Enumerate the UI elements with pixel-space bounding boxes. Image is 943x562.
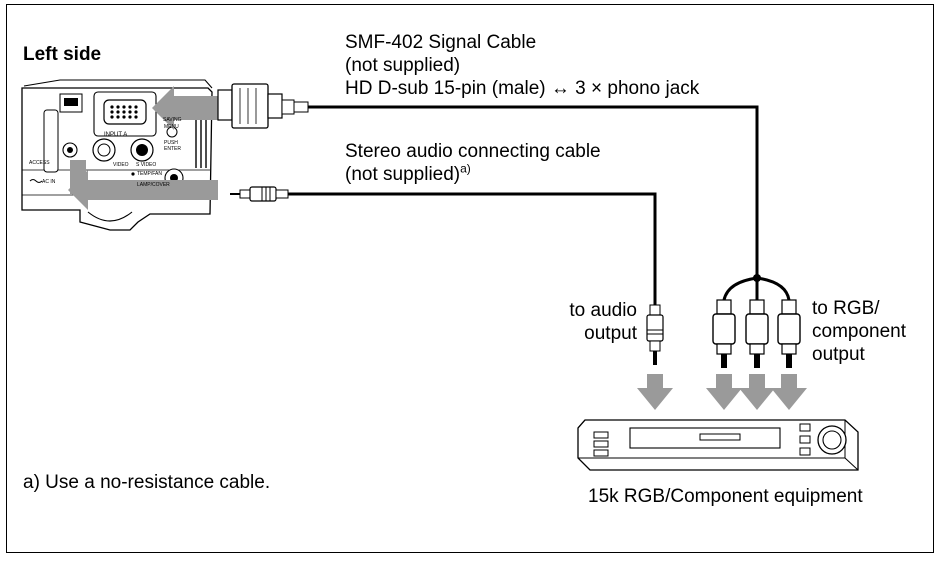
footnote-text: a) Use a no-resistance cable. — [23, 472, 271, 493]
audio-cable-name: Stereo audio connecting cable — [345, 141, 601, 162]
to-audio-output-label-line2: output — [584, 323, 637, 344]
panel-menu: MENU — [164, 124, 179, 130]
to-rgb-output-label-line1: to RGB/ — [812, 298, 880, 319]
footnote-marker: a) — [460, 161, 471, 176]
down-arrow-audio — [637, 374, 673, 410]
down-arrow-rgb-2 — [739, 374, 775, 410]
audio-output-plug — [646, 304, 664, 365]
signal-cable-name: SMF-402 Signal Cable — [345, 32, 537, 53]
stereo-mini-plug — [230, 186, 289, 202]
down-arrow-rgb-1 — [706, 374, 742, 410]
to-rgb-output-label-line2: component — [812, 321, 907, 342]
signal-cable-line — [308, 105, 759, 278]
panel-temp-fan: TEMP/FAN — [137, 171, 163, 177]
panel-lamp-cover: LAMP/COVER — [137, 182, 170, 188]
dsub-connector-plug — [217, 83, 309, 129]
panel-push-enter: PUSH ENTER — [164, 140, 181, 152]
phono-plug-2 — [745, 299, 769, 368]
phono-plug-1 — [712, 299, 736, 368]
panel-input-a: INPUT A — [104, 132, 128, 138]
rgb-component-equipment — [577, 419, 859, 471]
audio-cable-line — [288, 192, 657, 305]
signal-cable-spec: HD D-sub 15-pin (male) ↔ 3 × phono jack — [345, 78, 700, 99]
panel-saving: SAVING — [163, 117, 182, 123]
to-audio-output-label-line1: to audio — [569, 300, 637, 321]
signal-cable-supplied-note: (not supplied) — [345, 55, 461, 76]
input-arrow-signal — [152, 86, 220, 130]
audio-cable-supplied-note: (not supplied)a) — [345, 161, 471, 185]
diagram-frame — [6, 4, 934, 553]
equipment-caption: 15k RGB/Component equipment — [588, 486, 863, 507]
left-side-label: Left side — [23, 44, 102, 65]
to-rgb-output-label-line3: output — [812, 344, 865, 365]
panel-s-video: S VIDEO — [136, 162, 157, 168]
panel-access: ACCESS — [29, 160, 50, 166]
panel-ac-in: AC IN — [42, 179, 56, 185]
down-arrow-rgb-3 — [771, 374, 807, 410]
panel-video: VIDEO — [113, 162, 129, 168]
projector-left-side — [21, 79, 213, 231]
input-arrow-audio — [68, 160, 218, 210]
phono-plug-3 — [777, 299, 801, 368]
